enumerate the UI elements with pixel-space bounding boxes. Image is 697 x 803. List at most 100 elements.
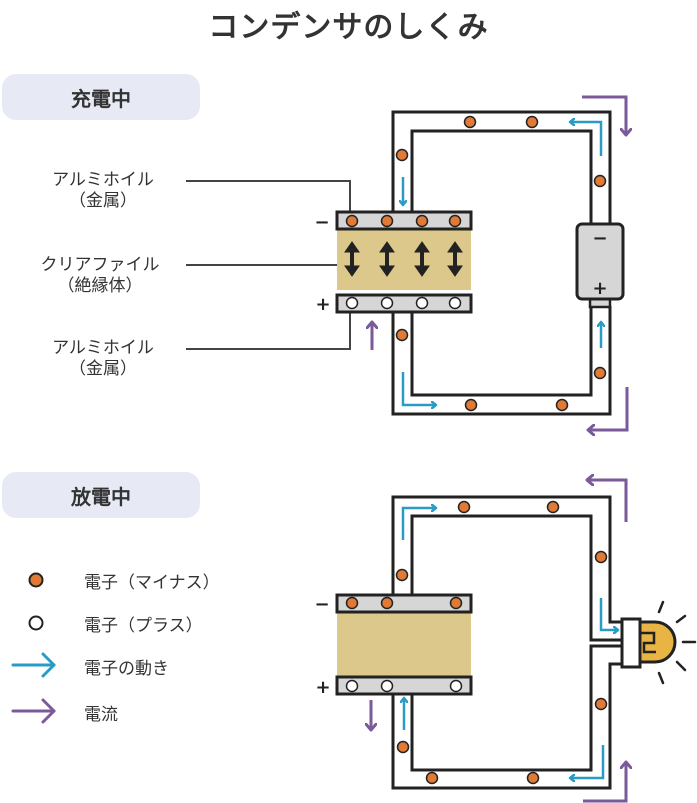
insulator-clear-file	[337, 228, 471, 290]
legend-electron-motion-arrow-icon	[11, 652, 56, 678]
plate-electrons-plus	[345, 679, 463, 693]
plate-electrons-minus	[345, 596, 463, 610]
electron-motion-arrow-icon	[599, 598, 618, 630]
electron-minus	[395, 148, 409, 162]
discharging-capacitor	[335, 593, 473, 696]
charging-wire	[391, 110, 612, 416]
electron-minus	[345, 214, 359, 228]
discharging-wire	[391, 495, 623, 790]
battery: − +	[575, 222, 625, 309]
electron-plus	[449, 679, 463, 693]
electron-minus	[526, 771, 540, 785]
electron-minus	[555, 398, 569, 412]
current-arrows	[371, 480, 628, 803]
insulator-clear-file	[337, 610, 471, 676]
electron-plus	[345, 296, 359, 310]
electron-minus	[464, 398, 478, 412]
legend-label-electron-plus: 電子（プラス）	[84, 616, 203, 636]
charging-capacitor	[335, 210, 473, 314]
callout-clear-file: クリアファイル （絶縁体）	[20, 255, 180, 297]
legend-label-electron-minus: 電子（マイナス）	[84, 573, 220, 593]
polarization-arrows	[344, 241, 463, 277]
electron-minus	[415, 214, 429, 228]
battery-plus-terminal: +	[592, 278, 607, 299]
section-label-discharging: 放電中	[2, 472, 200, 518]
electron-minus	[525, 115, 539, 129]
plus-sign: +	[315, 294, 330, 315]
callout-text: クリアファイル	[40, 255, 160, 275]
electron-minus	[457, 500, 471, 514]
electron-plus	[415, 296, 429, 310]
electron-motion-arrow-icon	[401, 372, 436, 405]
legend-current-arrow-icon	[11, 698, 56, 724]
electron-plus	[380, 296, 394, 310]
electron-minus	[449, 596, 463, 610]
callout-line-bottom	[186, 312, 351, 350]
section-label-charging: 充電中	[2, 74, 200, 120]
callout-subtext: （金属）	[69, 359, 137, 379]
discharging-diagram: − +	[314, 480, 697, 803]
electron-motion-arrow-icon	[401, 508, 436, 540]
light-rays-icon	[657, 600, 697, 685]
minus-sign: −	[314, 212, 329, 233]
electron-minus	[546, 500, 560, 514]
electron-minus	[395, 328, 409, 342]
minus-sign: −	[314, 594, 329, 615]
electron-plus	[448, 296, 462, 310]
current-arrow-icon	[588, 387, 629, 430]
foil-plate-negative	[335, 593, 473, 614]
electron-minus	[593, 174, 607, 188]
double-arrow-icon	[447, 241, 463, 277]
current-arrow-icon	[582, 95, 626, 135]
electron-plus	[380, 679, 394, 693]
foil-plate-positive	[335, 293, 473, 314]
bulb-base	[620, 617, 642, 669]
callout-lines	[186, 180, 351, 350]
battery-icon	[575, 222, 625, 301]
current-arrow-icon	[587, 480, 628, 522]
legend-electron-plus-icon	[28, 615, 44, 631]
callout-line-top	[186, 180, 351, 214]
bulb-filament	[640, 631, 656, 654]
legend-icons	[11, 572, 56, 724]
plate-electrons-plus	[345, 296, 462, 310]
callout-subtext: （金属）	[69, 191, 137, 211]
callout-text: アルミホイル	[52, 170, 154, 190]
electron-minus	[345, 596, 359, 610]
legend-label-current: 電流	[84, 705, 118, 725]
electron-minus	[380, 214, 394, 228]
wire-electrons	[395, 115, 607, 412]
double-arrow-icon	[344, 241, 360, 277]
electron-motion-arrows	[403, 122, 601, 405]
legend-label-electron-motion: 電子の動き	[84, 659, 169, 679]
electron-minus	[593, 366, 607, 380]
page-title: コンデンサのしくみ	[208, 10, 489, 45]
callout-text: アルミホイル	[52, 338, 154, 358]
electron-minus	[463, 115, 477, 129]
wire-electrons	[395, 500, 608, 785]
electron-minus	[425, 771, 439, 785]
battery-minus-terminal: −	[592, 228, 607, 249]
current-arrows	[372, 95, 629, 430]
electron-minus	[395, 568, 409, 582]
electron-plus	[345, 679, 359, 693]
double-arrow-icon	[379, 241, 395, 277]
legend-electron-minus-icon	[28, 572, 44, 588]
current-arrow-icon	[583, 762, 626, 803]
electron-motion-arrow-icon	[570, 122, 603, 156]
electron-minus	[380, 596, 394, 610]
electron-motion-arrows	[403, 508, 618, 778]
callout-aluminum-foil-top: アルミホイル （金属）	[28, 170, 178, 212]
electron-minus	[448, 214, 462, 228]
plate-electrons-minus	[345, 214, 462, 228]
electron-minus	[594, 697, 608, 711]
electron-minus	[594, 550, 608, 564]
double-arrow-icon	[414, 241, 430, 277]
foil-plate-negative	[335, 210, 473, 231]
plus-sign: +	[315, 677, 330, 698]
callout-aluminum-foil-bottom: アルミホイル （金属）	[28, 338, 178, 380]
electron-motion-arrow-icon	[570, 745, 605, 778]
electron-minus	[396, 740, 410, 754]
light-bulb	[620, 600, 697, 685]
